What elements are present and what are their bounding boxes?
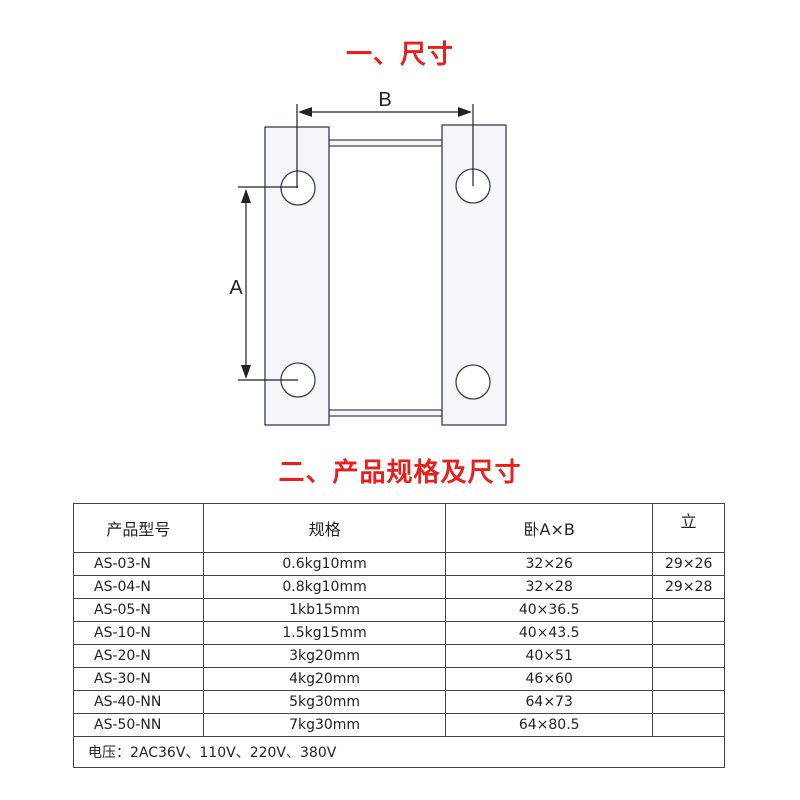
cell-vertical xyxy=(652,713,725,737)
cell-model: AS-05-N xyxy=(73,598,204,622)
note-row: 电压：2AC36V、110V、220V、380V xyxy=(73,736,725,768)
voltage-note: 电压：2AC36V、110V、220V、380V xyxy=(73,736,725,768)
cell-model: AS-50-NN xyxy=(73,713,204,737)
cell-spec: 7kg30mm xyxy=(202,713,447,737)
dimension-b xyxy=(296,104,474,188)
dimension-a-label: A xyxy=(229,277,243,299)
table-header-row: 产品型号 规格 卧A×B 立 xyxy=(73,503,725,553)
cell-model: AS-40-NN xyxy=(73,690,204,714)
cell-horizontal: 32×28 xyxy=(445,575,653,599)
cell-spec: 3kg20mm xyxy=(202,644,447,668)
header-spec: 规格 xyxy=(202,503,447,553)
header-vertical: 立 xyxy=(652,503,725,553)
cell-model: AS-30-N xyxy=(73,667,204,691)
hole-top-left xyxy=(280,170,316,206)
cell-spec: 0.8kg10mm xyxy=(202,575,447,599)
top-connector-bar xyxy=(328,139,443,147)
cell-vertical xyxy=(652,621,725,645)
cell-horizontal: 40×43.5 xyxy=(445,621,653,645)
cell-vertical xyxy=(652,644,725,668)
cell-vertical xyxy=(652,598,725,622)
cell-model: AS-04-N xyxy=(73,575,204,599)
dimension-a xyxy=(238,186,298,381)
header-model: 产品型号 xyxy=(73,503,204,553)
cell-model: AS-03-N xyxy=(73,552,204,576)
cell-spec: 4kg20mm xyxy=(202,667,447,691)
cell-vertical xyxy=(652,667,725,691)
cell-horizontal: 32×26 xyxy=(445,552,653,576)
cell-vertical: 29×28 xyxy=(652,575,725,599)
section-title-specs: 二、产品规格及尺寸 xyxy=(278,458,522,488)
cell-vertical xyxy=(652,690,725,714)
cell-horizontal: 64×73 xyxy=(445,690,653,714)
cell-model: AS-10-N xyxy=(73,621,204,645)
header-horizontal: 卧A×B xyxy=(445,503,653,553)
bottom-connector-bar xyxy=(328,409,443,417)
cell-vertical: 29×26 xyxy=(652,552,725,576)
cell-model: AS-20-N xyxy=(73,644,204,668)
cell-spec: 1kb15mm xyxy=(202,598,447,622)
cell-horizontal: 46×60 xyxy=(445,667,653,691)
cell-spec: 5kg30mm xyxy=(202,690,447,714)
section-title-dimensions: 一、尺寸 xyxy=(345,40,454,70)
cell-horizontal: 40×36.5 xyxy=(445,598,653,622)
dimension-b-label: B xyxy=(378,89,391,111)
cell-spec: 0.6kg10mm xyxy=(202,552,447,576)
dimension-diagram: B A xyxy=(229,89,507,426)
cell-horizontal: 40×51 xyxy=(445,644,653,668)
hole-bottom-right xyxy=(455,364,491,400)
cell-horizontal: 64×80.5 xyxy=(445,713,653,737)
cell-spec: 1.5kg15mm xyxy=(202,621,447,645)
